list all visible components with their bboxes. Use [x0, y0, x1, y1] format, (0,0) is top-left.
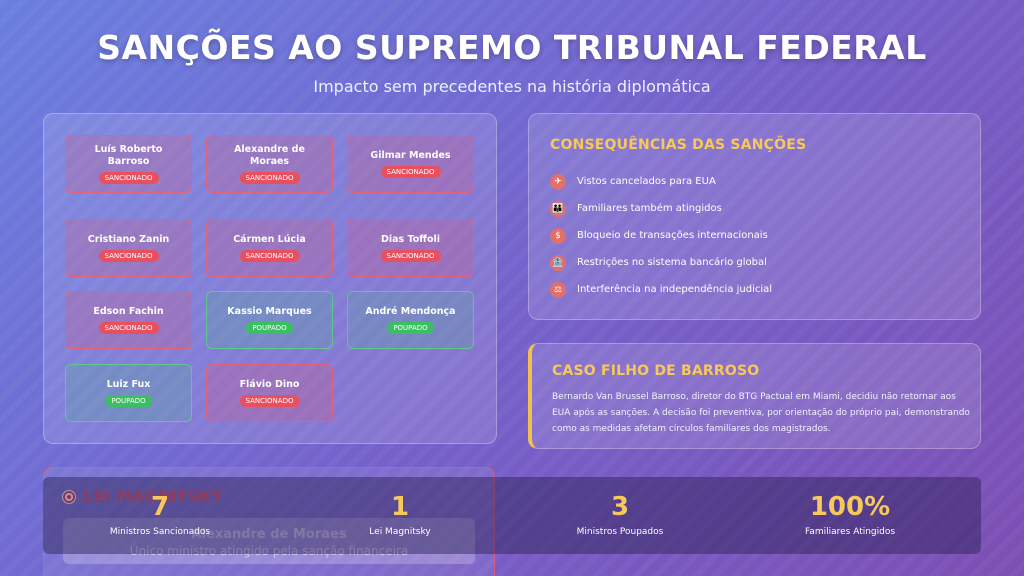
- minister-name: Cármen Lúcia: [233, 234, 306, 245]
- status-badge: SANCIONADO: [380, 250, 441, 262]
- consequence-text: Bloqueio de transações internacionais: [577, 230, 768, 241]
- stats-bar: 7 Ministros Sancionados 1 Lei Magnitsky …: [43, 477, 981, 554]
- stat-item: 7 Ministros Sancionados: [43, 477, 277, 537]
- target-icon: [62, 489, 76, 504]
- scales-icon: ⚖: [550, 281, 566, 298]
- stat-label: Ministros Poupados: [576, 527, 664, 537]
- minister-name: Cristiano Zanin: [87, 234, 170, 245]
- blocked-money-icon: $: [550, 227, 566, 244]
- bank-icon: 🏦: [550, 254, 566, 271]
- stat-value: 1: [390, 492, 410, 522]
- list-item: 👪 Familiares também atingidos: [550, 195, 772, 222]
- caso-title: CASO FILHO DE BARROSO: [552, 363, 760, 379]
- caso-text: Bernardo Van Brussel Barroso, diretor do…: [552, 392, 970, 434]
- magnitsky-description: Único ministro atingido pela sanção fina…: [129, 544, 409, 558]
- list-item: 🏦 Restrições no sistema bancário global: [550, 249, 772, 276]
- page-subtitle: Impacto sem precedentes na história dipl…: [313, 77, 711, 96]
- magnitsky-box: Alexandre de Moraes Único ministro ating…: [63, 518, 475, 564]
- page-title: SANÇÕES AO SUPREMO TRIBUNAL FEDERAL: [97, 28, 927, 67]
- status-badge: SANCIONADO: [380, 166, 441, 178]
- status-badge: SANCIONADO: [239, 250, 300, 262]
- consequences-panel: CONSEQUÊNCIAS DAS SANÇÕES ✈ Vistos cancel…: [528, 113, 981, 320]
- list-item: ✈ Vistos cancelados para EUA: [550, 168, 772, 195]
- minister-name: André Mendonça: [365, 306, 456, 317]
- no-entry-icon: ✈: [550, 173, 566, 190]
- stat-item: 3 Ministros Poupados: [503, 477, 737, 537]
- minister-name: Dias Toffoli: [381, 234, 440, 245]
- stat-value: 3: [610, 492, 630, 522]
- stat-item: 1 Lei Magnitsky: [283, 477, 517, 537]
- consequence-text: Restrições no sistema bancário global: [577, 257, 767, 268]
- consequence-text: Familiares também atingidos: [577, 203, 722, 214]
- minister-name: Alexandre de Moraes: [234, 144, 305, 167]
- consequence-text: Vistos cancelados para EUA: [577, 176, 716, 187]
- stat-label: Familiares Atingidos: [804, 527, 896, 537]
- magnitsky-title-text: LEI MAGNITSKY: [83, 487, 223, 506]
- status-badge: SANCIONADO: [239, 395, 300, 407]
- minister-name: Flávio Dino: [239, 379, 300, 390]
- stat-label: Lei Magnitsky: [369, 527, 431, 537]
- stat-value: 100%: [809, 492, 891, 522]
- stat-label: Ministros Sancionados: [109, 527, 211, 537]
- status-badge: SANCIONADO: [98, 322, 159, 334]
- consequences-title: CONSEQUÊNCIAS DAS SANÇÕES: [550, 137, 807, 153]
- status-badge: SANCIONADO: [239, 172, 300, 184]
- family-icon: 👪: [550, 200, 566, 217]
- list-item: ⚖ Interferência na independência judicial: [550, 276, 772, 303]
- magnitsky-panel: [43, 467, 495, 576]
- list-item: $ Bloqueio de transações internacionais: [550, 222, 772, 249]
- minister-name: Edson Fachin: [93, 306, 164, 317]
- status-badge: POUPADO: [246, 322, 293, 334]
- status-badge: POUPADO: [387, 322, 434, 334]
- consequence-text: Interferência na independência judicial: [577, 284, 773, 295]
- stat-item: 100% Familiares Atingidos: [733, 477, 967, 537]
- caso-panel: CASO FILHO DE BARROSO Bernardo Van Bruss…: [528, 343, 981, 449]
- status-badge: SANCIONADO: [98, 250, 159, 262]
- status-badge: SANCIONADO: [98, 172, 159, 184]
- minister-name: Luís Roberto Barroso: [94, 144, 163, 167]
- status-badge: POUPADO: [105, 395, 152, 407]
- minister-name: Gilmar Mendes: [370, 150, 451, 161]
- consequences-list: ✈ Vistos cancelados para EUA 👪 Familiares …: [550, 168, 772, 303]
- stat-value: 7: [150, 492, 170, 522]
- minister-name: Kassio Marques: [227, 306, 312, 317]
- minister-name: Luiz Fux: [106, 379, 151, 390]
- magnitsky-title: LEI MAGNITSKY: [62, 487, 223, 506]
- magnitsky-name: Alexandre de Moraes: [191, 527, 347, 542]
